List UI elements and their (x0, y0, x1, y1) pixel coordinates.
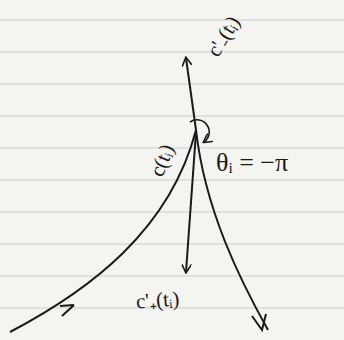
direction-arrow (252, 314, 266, 330)
math-label: θᵢ = −π (216, 150, 288, 176)
angle-arc (190, 120, 209, 142)
incoming-curve (10, 130, 196, 332)
direction-arrow (60, 305, 74, 316)
math-label: c(tᵢ) (146, 141, 178, 179)
tangent-vector (186, 132, 196, 272)
math-label: c'₊(tᵢ) (136, 288, 181, 312)
notebook-lines (0, 20, 344, 308)
math-label: c'₋(tᵢ) (204, 12, 245, 60)
